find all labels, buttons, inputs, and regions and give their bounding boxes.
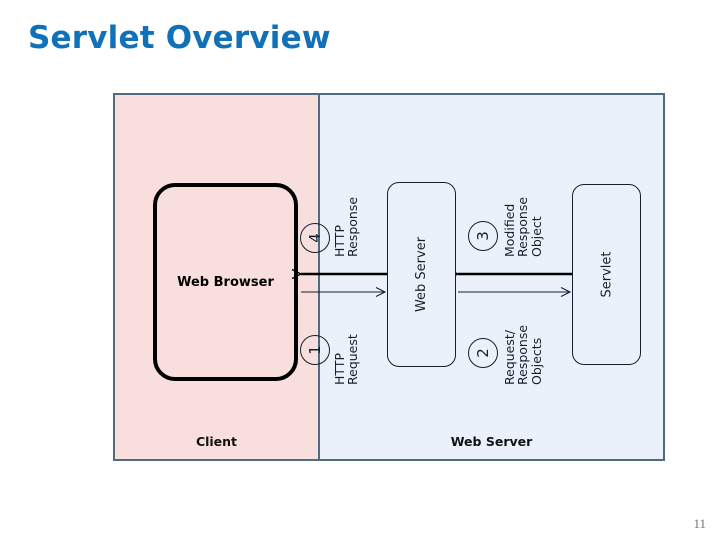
node-servlet-label: Servlet (599, 251, 614, 298)
node-web-browser-label: Web Browser (177, 274, 274, 290)
step-badge-1: 1 (300, 335, 330, 365)
step-badge-2: 2 (468, 338, 498, 368)
step-badge-4: 4 (300, 223, 330, 253)
node-web-server-label: Web Server (414, 236, 430, 313)
node-web-browser[interactable]: Web Browser (153, 183, 298, 381)
edge-label-http-request: HTTP Request (332, 334, 361, 385)
region-client-label: Client (195, 434, 238, 449)
edge-label-request-response-objects: Request/ Response Objects (502, 324, 544, 385)
page-title: Servlet Overview (28, 20, 331, 56)
region-client: Client (115, 95, 320, 459)
step-badge-4-number: 4 (305, 233, 324, 243)
node-web-server[interactable]: Web Server (387, 182, 456, 367)
region-server-label: Web Server (450, 434, 533, 449)
step-badge-2-number: 2 (473, 348, 492, 358)
step-badge-3: 3 (468, 221, 498, 251)
page-number: 11 (693, 516, 706, 531)
node-servlet[interactable]: Servlet (572, 184, 641, 365)
edge-label-modified-response-object: Modified Response Object (502, 196, 544, 257)
step-badge-3-number: 3 (473, 231, 492, 241)
step-badge-1-number: 1 (305, 345, 324, 355)
edge-label-http-response: HTTP Response (332, 196, 361, 257)
servlet-overview-diagram: Client Web Server Web Browser Web Server… (113, 93, 665, 461)
